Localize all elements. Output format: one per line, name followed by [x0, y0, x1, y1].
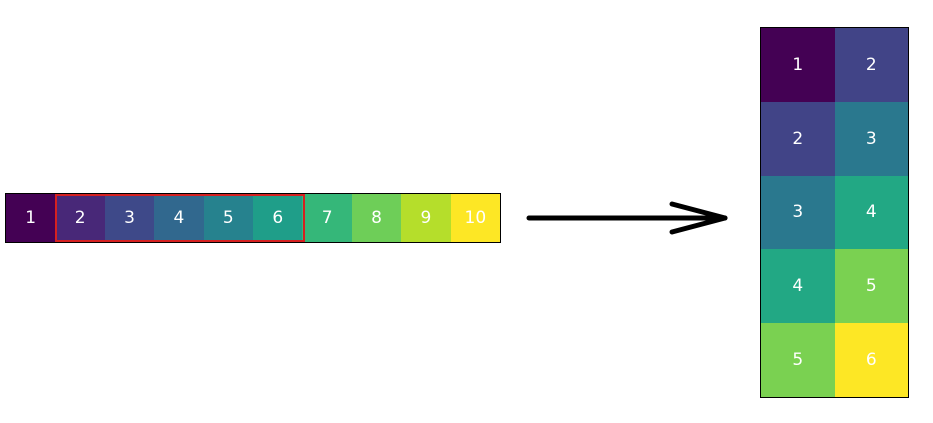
matrix-cell: 2 [834, 28, 908, 102]
matrix-cell: 3 [834, 101, 908, 176]
matrix-cell: 4 [834, 175, 908, 250]
sequence-cell: 4 [154, 194, 204, 242]
windowed-matrix: 1 2 2 3 3 4 4 5 5 6 [760, 27, 909, 398]
matrix-cell: 1 [761, 28, 835, 102]
sequence-cell: 5 [203, 194, 254, 242]
matrix-cell: 3 [761, 175, 835, 250]
sequence-cell: 9 [401, 194, 451, 242]
sequence-cell: 10 [450, 194, 501, 242]
matrix-cell: 5 [834, 249, 908, 324]
input-sequence-strip: 1 2 3 4 5 6 7 8 9 10 [5, 193, 501, 243]
matrix-cell: 6 [834, 323, 908, 397]
sequence-cell: 2 [55, 194, 105, 242]
sequence-cell: 6 [253, 194, 303, 242]
sequence-cell: 3 [104, 194, 155, 242]
matrix-cell: 4 [761, 249, 835, 324]
matrix-cell: 5 [761, 323, 835, 397]
right-arrow-icon [526, 201, 728, 235]
sequence-cell: 7 [302, 194, 352, 242]
sequence-cell: 1 [6, 194, 56, 242]
matrix-cell: 2 [761, 101, 835, 176]
sequence-cell: 8 [351, 194, 402, 242]
arrow-stroke [526, 201, 728, 235]
